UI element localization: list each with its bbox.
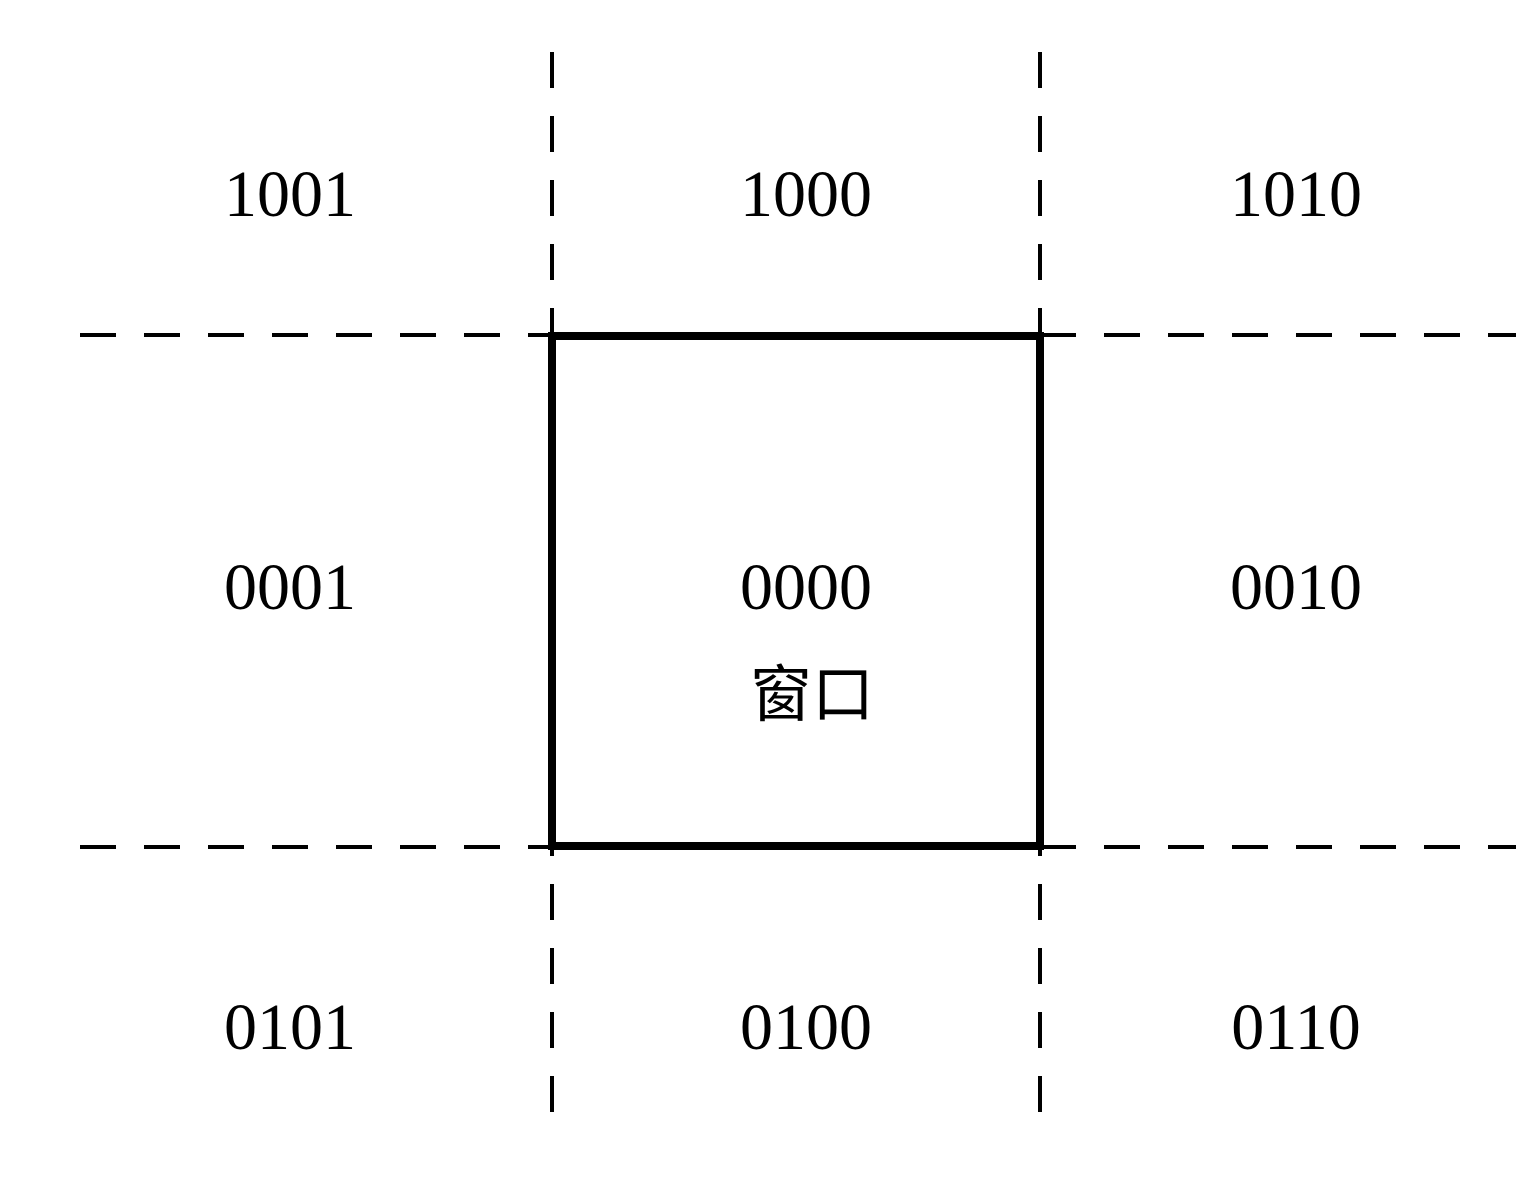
region-code-middle-center: 0000 xyxy=(740,551,872,624)
clipping-window xyxy=(548,332,1044,850)
region-code-bottom-center: 0100 xyxy=(740,991,872,1064)
region-code-bottom-right: 0110 xyxy=(1231,991,1361,1064)
region-code-middle-right: 0010 xyxy=(1230,551,1362,624)
region-code-top-center: 1000 xyxy=(740,158,872,231)
region-code-top-left: 1001 xyxy=(224,158,356,231)
region-code-bottom-left: 0101 xyxy=(224,991,356,1064)
region-code-middle-left: 0001 xyxy=(224,551,356,624)
region-code-top-right: 1010 xyxy=(1230,158,1362,231)
window-label: 窗口 xyxy=(750,658,874,731)
